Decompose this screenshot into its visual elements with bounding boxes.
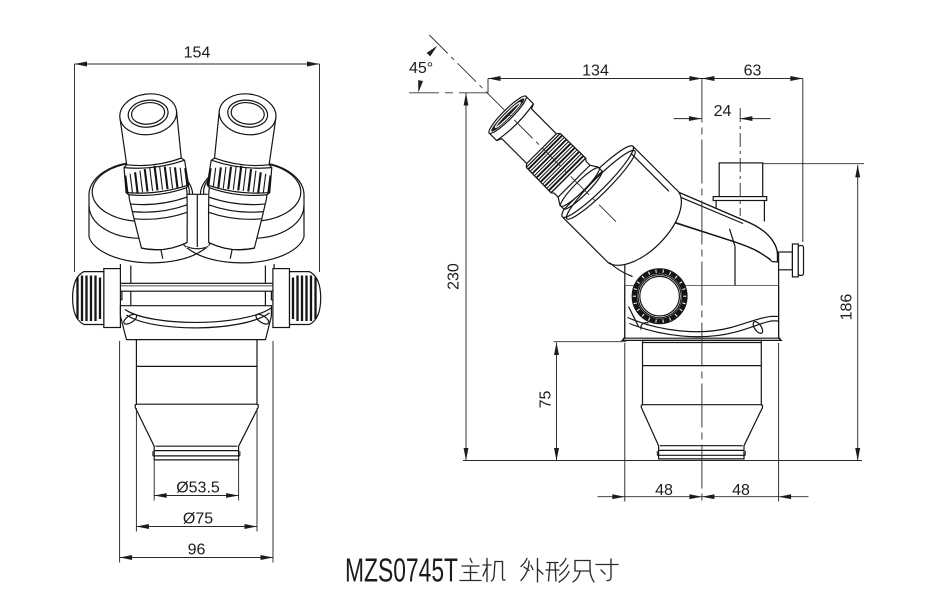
svg-text:45°: 45° [409,60,433,77]
svg-text:48: 48 [655,482,673,499]
svg-text:48: 48 [732,482,750,499]
svg-text:154: 154 [184,45,211,62]
svg-text:96: 96 [188,542,206,559]
svg-text:134: 134 [582,63,609,80]
svg-text:75: 75 [538,391,555,409]
svg-text:Ø53.5: Ø53.5 [176,480,220,497]
svg-text:Ø75: Ø75 [183,511,213,528]
svg-text:24: 24 [714,103,732,120]
svg-text:63: 63 [744,63,762,80]
svg-text:230: 230 [446,263,463,290]
svg-text:MZS0745T: MZS0745T [345,552,458,589]
svg-text:186: 186 [839,294,856,321]
